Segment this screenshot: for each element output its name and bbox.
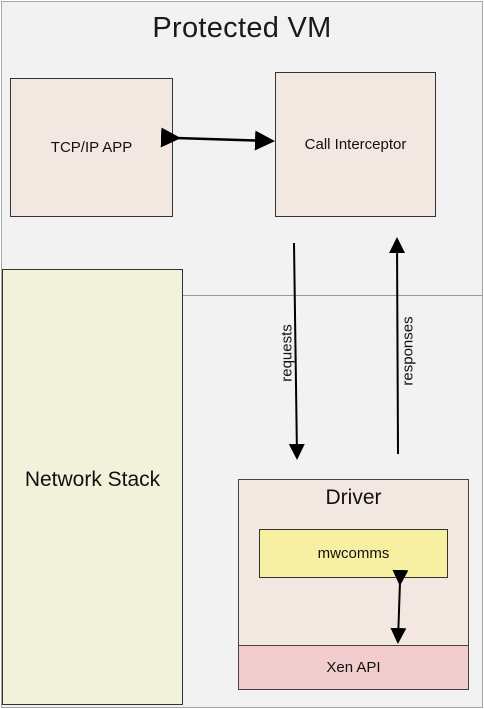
driver-label: Driver [325, 486, 382, 509]
xen-api-label: Xen API [326, 659, 381, 676]
tcp-ip-app-label: TCP/IP APP [50, 139, 133, 156]
requests-arrow [288, 242, 305, 460]
tcp-ip-app-box: TCP/IP APP [10, 78, 173, 217]
diagram-title: Protected VM [152, 12, 332, 44]
network-stack-box: Network Stack [2, 269, 183, 705]
xen-api-box: Xen API [238, 645, 469, 690]
app-interceptor-arrow [160, 127, 275, 151]
responses-arrow [389, 237, 406, 455]
mwcomms-xen-arrow [390, 569, 409, 644]
call-interceptor-box: Call Interceptor [275, 72, 436, 217]
call-interceptor-label: Call Interceptor [304, 136, 407, 153]
mwcomms-label: mwcomms [317, 545, 390, 562]
network-stack-label: Network Stack [24, 468, 161, 491]
vm-boundary-line [183, 295, 483, 296]
mwcomms-box: mwcomms [259, 529, 448, 578]
